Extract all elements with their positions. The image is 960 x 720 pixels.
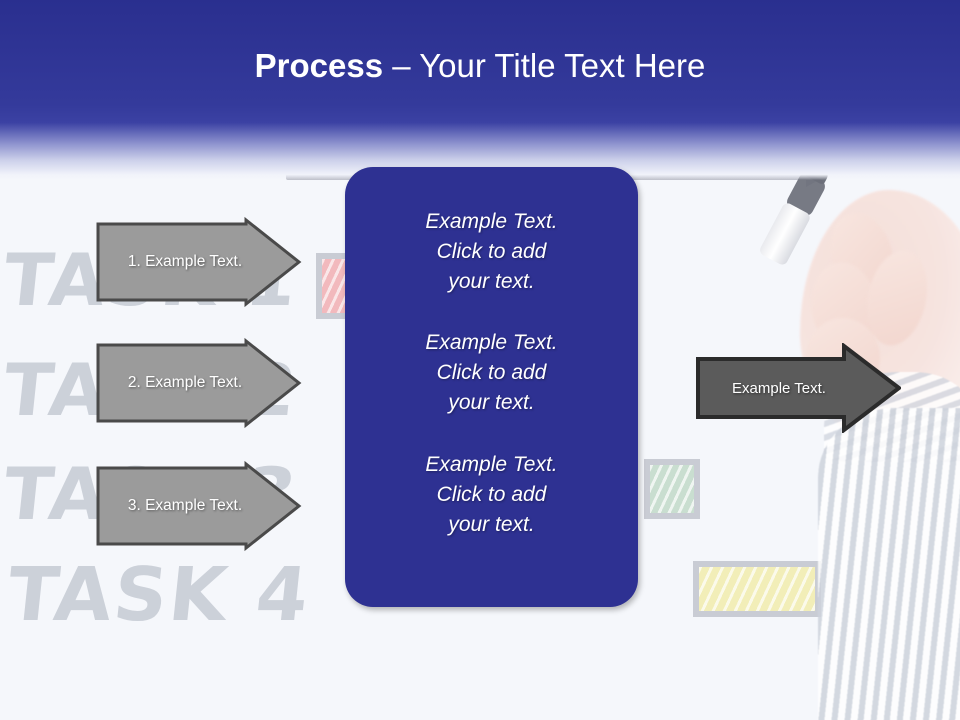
striped-sleeve (818, 408, 960, 720)
panel-text-block-3: Example Text. Click to add your text. (425, 452, 558, 536)
handwriting-task-4: TASK 4 (3, 552, 315, 638)
step-arrow-2[interactable]: 2. Example Text. (96, 337, 302, 429)
panel-text-block-1: Example Text. Click to add your text. (425, 210, 558, 293)
step-arrow-1-shape (96, 216, 302, 308)
pen-body (758, 201, 812, 267)
step-arrow-2-shape (96, 337, 302, 429)
content-panel[interactable]: Example Text. Click to add your text. Ex… (345, 167, 638, 607)
handwriting-time: TIME (465, 92, 685, 178)
step-arrow-3-shape (96, 460, 302, 552)
step-arrow-3-label: 3. Example Text. (127, 497, 243, 514)
panel-text-block-2: Example Text. Click to add your text. (425, 331, 558, 415)
yellow-sticky-note (693, 561, 821, 617)
output-arrow[interactable]: Example Text. (696, 343, 901, 433)
step-arrow-1-label: 1. Example Text. (127, 253, 243, 270)
output-arrow-label: Example Text. (732, 379, 826, 397)
step-arrow-2-label: 2. Example Text. (127, 374, 243, 391)
step-arrow-1[interactable]: 1. Example Text. (96, 216, 302, 308)
green-sticky-note (644, 459, 700, 519)
step-arrow-3[interactable]: 3. Example Text. (96, 460, 302, 552)
output-arrow-shape (696, 343, 901, 433)
